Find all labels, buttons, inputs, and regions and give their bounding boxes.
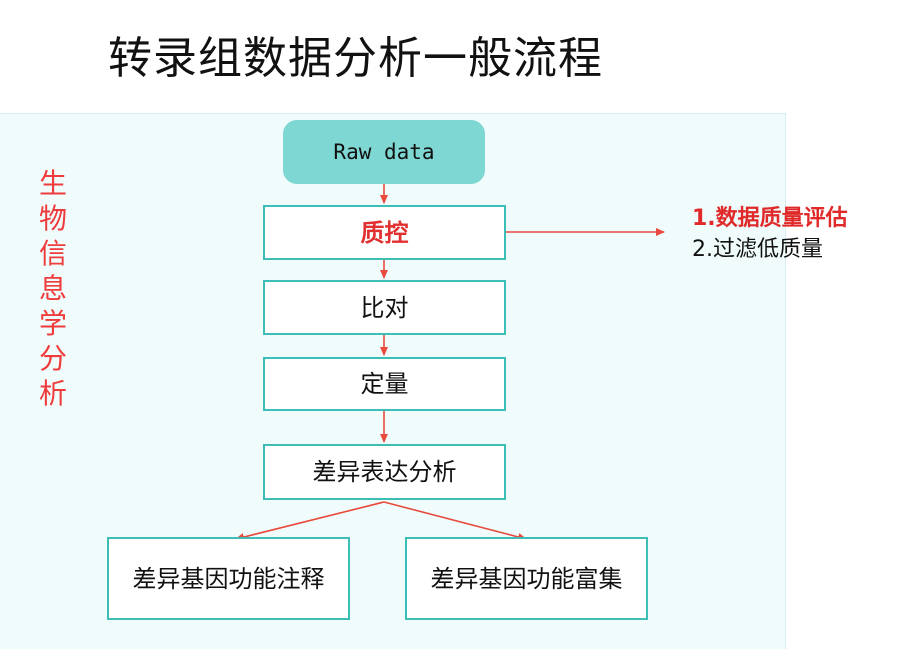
arrow-de-to-annotation xyxy=(235,501,385,541)
qc-notes: 1.数据质量评估 2.过滤低质量 xyxy=(692,203,848,265)
quantification-node: 定量 xyxy=(263,357,506,411)
differential-expression-node: 差异表达分析 xyxy=(263,444,506,500)
page-title: 转录组数据分析一般流程 xyxy=(108,33,603,84)
raw-data-node: Raw data xyxy=(283,120,485,184)
gene-enrichment-node: 差异基因功能富集 xyxy=(405,537,648,620)
alignment-node: 比对 xyxy=(263,280,506,335)
qc-note-filter-low-quality: 2.过滤低质量 xyxy=(692,237,823,262)
bioinformatics-label: 生物信息学分析 xyxy=(38,167,67,410)
arrow-de-to-enrichment xyxy=(383,501,527,541)
gene-annotation-node: 差异基因功能注释 xyxy=(107,537,350,620)
qc-note-quality-assessment: 1.数据质量评估 xyxy=(692,206,848,231)
qc-node: 质控 xyxy=(263,205,506,260)
